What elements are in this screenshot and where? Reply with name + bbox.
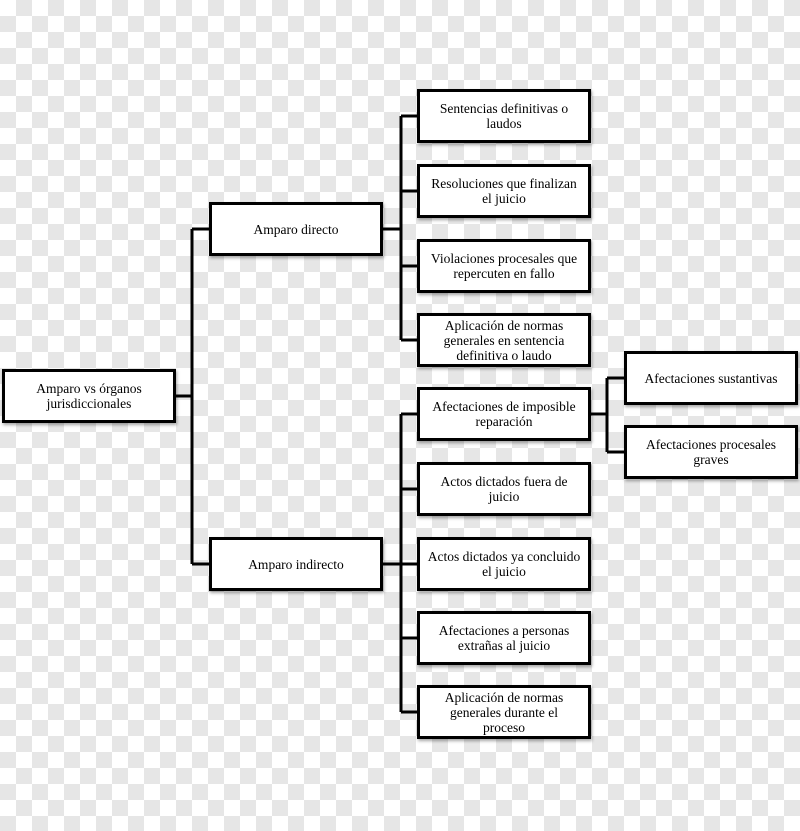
node-resoluciones-finalizan: Resoluciones que finalizan el juicio (417, 164, 591, 218)
node-root: Amparo vs órganos jurisdiccionales (2, 369, 176, 423)
node-violaciones-procesales: Violaciones procesales que repercuten en… (417, 239, 591, 293)
node-amparo-directo: Amparo directo (209, 202, 383, 256)
node-afectaciones-sustantivas: Afectaciones sustantivas (624, 351, 798, 405)
node-actos-fuera-juicio: Actos dictados fuera de juicio (417, 462, 591, 516)
node-actos-concluido-juicio: Actos dictados ya concluido el juicio (417, 537, 591, 591)
node-afectaciones-procesales-graves: Afectaciones procesales graves (624, 425, 798, 479)
node-aplicacion-normas-sentencia: Aplicación de normas generales en senten… (417, 313, 591, 367)
node-afectaciones-personas-extranas: Afectaciones a personas extrañas al juic… (417, 611, 591, 665)
node-sentencias-definitivas: Sentencias definitivas o laudos (417, 89, 591, 143)
node-amparo-indirecto: Amparo indirecto (209, 537, 383, 591)
node-aplicacion-normas-proceso: Aplicación de normas generales durante e… (417, 685, 591, 739)
node-afectaciones-imposible: Afectaciones de imposible reparación (417, 387, 591, 441)
